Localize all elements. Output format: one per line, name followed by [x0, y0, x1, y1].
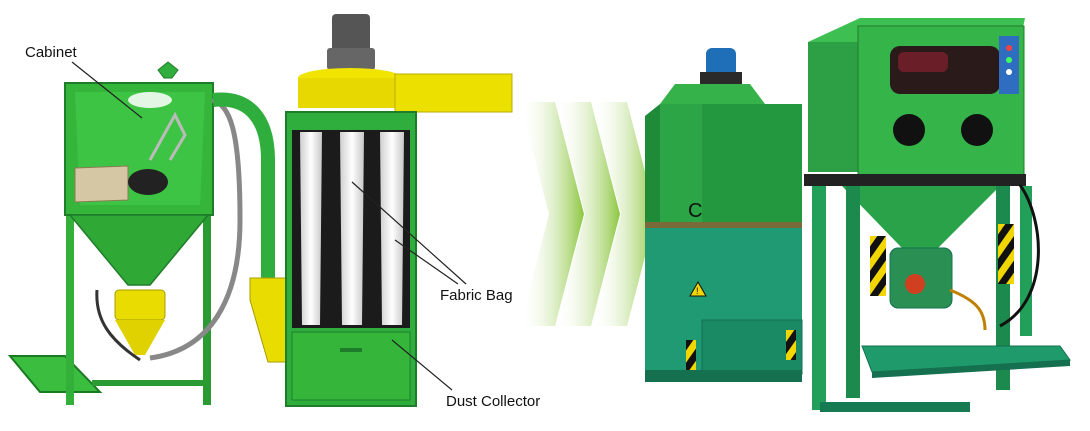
- new-cabinet-hopper: [842, 186, 1000, 248]
- cabinet-frame-band: [804, 174, 1026, 186]
- motor-icon: [332, 14, 370, 54]
- dust-collector-label: Dust Collector: [446, 393, 540, 410]
- collector-upper-front: [702, 104, 802, 224]
- control-panel: [999, 36, 1019, 94]
- collector-upper-side: [645, 104, 660, 224]
- hazard-stripe: [686, 340, 696, 370]
- control-light: [1006, 69, 1012, 75]
- glove-hand: [128, 169, 168, 195]
- motor-base: [327, 48, 375, 70]
- foot-platform-edge: [872, 360, 1070, 378]
- view-window-reflection: [898, 52, 948, 72]
- collector-access-door: [701, 319, 803, 375]
- blast-pot-cone: [115, 320, 165, 355]
- fabric-bag-shape: [380, 132, 404, 325]
- fabric-bag-leader: [351, 181, 467, 285]
- collector-inlet-chute: [249, 277, 289, 363]
- pot-hose: [949, 288, 987, 331]
- chevron-arrow: [520, 102, 584, 326]
- collector-seam: [645, 222, 802, 228]
- warning-icon: !: [689, 280, 707, 297]
- fabric-bag-shape: [300, 132, 322, 325]
- chevron-arrow: [592, 102, 656, 326]
- motor-mount: [700, 72, 742, 84]
- connection-duct: [212, 92, 275, 280]
- fabric-bag-label: Fabric Bag: [440, 287, 513, 304]
- cyclone-body: [298, 78, 402, 108]
- glove-sleeve: [74, 165, 129, 203]
- collector-plinth: [645, 370, 802, 382]
- collector-roof: [660, 84, 765, 104]
- hazard-stripe: [998, 224, 1014, 284]
- pot-valve: [905, 274, 925, 294]
- hazard-stripe: [870, 236, 886, 296]
- glove-port: [893, 114, 925, 146]
- glove-port: [961, 114, 993, 146]
- new-blast-cabinet: [804, 18, 1071, 412]
- old-blast-cabinet: [7, 61, 289, 405]
- control-light: [1006, 45, 1012, 51]
- new-cabinet-side: [808, 42, 858, 172]
- warning-triangle: [689, 280, 707, 297]
- chevron-arrow: [556, 102, 620, 326]
- cabinet-leg: [66, 215, 74, 405]
- fabric-bag-leader: [394, 239, 459, 285]
- fabric-bag-shape: [340, 132, 364, 325]
- cabinet-leader: [71, 61, 143, 119]
- cabinet-hopper: [68, 214, 210, 286]
- blast-pot: [114, 289, 166, 321]
- blast-hose: [95, 289, 141, 362]
- dust-drawer: [291, 331, 411, 401]
- hazard-stripe: [786, 330, 796, 360]
- cabinet-hose: [149, 97, 243, 361]
- warning-exclamation: !: [696, 286, 699, 296]
- motor-icon: [706, 48, 736, 78]
- control-light: [1006, 57, 1012, 63]
- cabinet-light: [128, 92, 172, 108]
- cabinet-crossbar: [92, 380, 207, 386]
- cabinet-roof-fixture: [157, 61, 179, 79]
- leader-lines: [71, 61, 467, 391]
- new-cabinet-leg: [812, 186, 826, 410]
- blast-gun: [148, 111, 187, 161]
- new-cabinet-floor-rail: [820, 402, 970, 412]
- cabinet-label: Cabinet: [25, 44, 78, 61]
- dust-collector-leader: [391, 339, 453, 391]
- old-dust-collector: [285, 14, 513, 407]
- collector-mark: C: [688, 200, 702, 222]
- cabinet-base-sled: [7, 355, 103, 393]
- cabinet-leg: [203, 215, 211, 405]
- new-dust-collector: C !: [645, 48, 803, 382]
- collector-upper-left-face: [660, 104, 702, 224]
- cyclone-duct: [394, 73, 513, 113]
- chevron-arrows-icon: [520, 102, 656, 326]
- blast-hose: [999, 184, 1040, 328]
- dust-drawer-handle: [340, 348, 362, 352]
- new-cabinet-leg: [846, 186, 860, 398]
